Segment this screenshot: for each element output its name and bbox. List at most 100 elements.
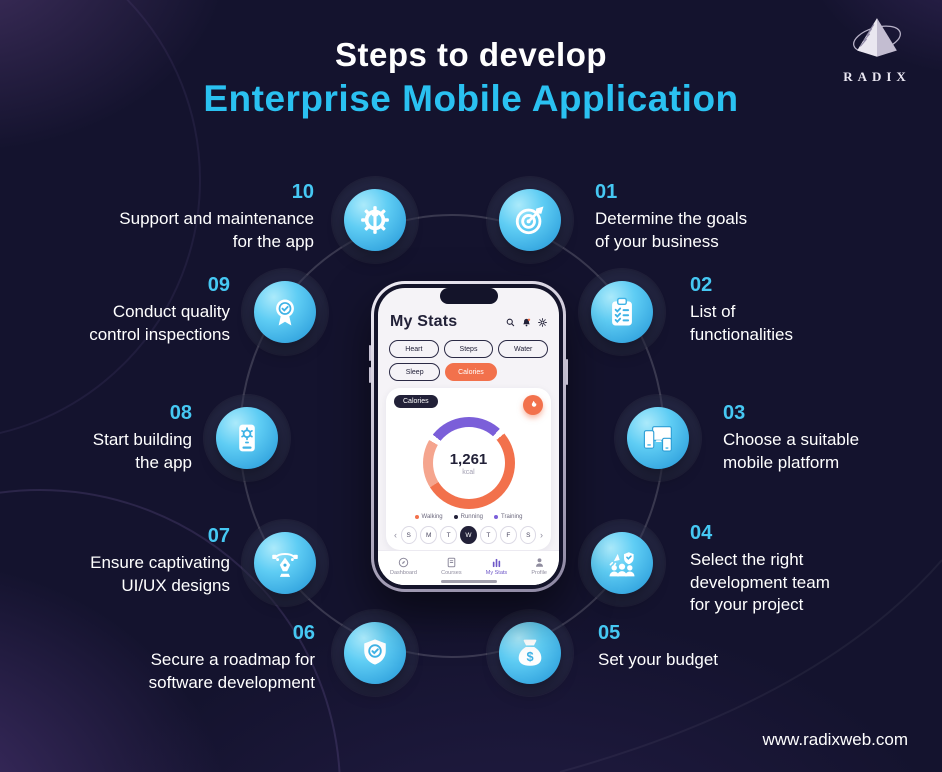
calories-card: Calories 1,261 kcal bbox=[386, 388, 551, 550]
step-01: 01 Determine the goals of your business bbox=[595, 179, 747, 253]
chip-water[interactable]: Water bbox=[498, 340, 549, 358]
step-04: 04 Select the right development team for… bbox=[690, 520, 830, 617]
nav-courses-label: Courses bbox=[441, 570, 462, 576]
step-10-text: Support and maintenance for the app bbox=[119, 209, 314, 251]
step-05: 05 Set your budget bbox=[598, 620, 718, 672]
step-04-text: Select the right development team for yo… bbox=[690, 550, 830, 615]
day-fri[interactable]: F bbox=[500, 526, 517, 544]
nav-profile-label: Profile bbox=[531, 570, 547, 576]
step-07: 07 Ensure captivating UI/UX designs bbox=[90, 523, 230, 597]
dashboard-icon bbox=[398, 557, 409, 568]
step-01-number: 01 bbox=[595, 181, 618, 203]
step-03: 03 Choose a suitable mobile platform bbox=[723, 400, 859, 474]
day-sat[interactable]: S bbox=[520, 526, 537, 544]
day-sun[interactable]: S bbox=[400, 526, 417, 544]
day-thu[interactable]: T bbox=[480, 526, 497, 544]
flame-icon bbox=[531, 400, 537, 407]
phone-screen: My Stats bbox=[378, 288, 559, 585]
step-02: 02 List of functionalities bbox=[690, 272, 793, 346]
app-title: My Stats bbox=[390, 313, 458, 330]
nav-courses[interactable]: Courses bbox=[441, 557, 462, 576]
profile-icon bbox=[535, 558, 543, 567]
week-next-arrow[interactable]: › bbox=[539, 529, 543, 540]
quality-badge-icon bbox=[276, 299, 294, 326]
calories-unit: kcal bbox=[462, 468, 475, 476]
step-09: 09 Conduct quality control inspections bbox=[89, 272, 230, 346]
step-06-number: 06 bbox=[292, 622, 315, 644]
step-04-medal bbox=[579, 520, 665, 606]
step-01-medal bbox=[487, 177, 573, 263]
search-icon[interactable] bbox=[506, 318, 515, 327]
calories-donut-chart: 1,261 kcal bbox=[422, 417, 515, 509]
legend-dot-walking bbox=[414, 515, 419, 519]
pen-tool-icon bbox=[272, 552, 298, 577]
calories-badge: Calories bbox=[394, 395, 438, 408]
chip-calories[interactable]: Calories bbox=[445, 363, 497, 381]
chip-heart[interactable]: Heart bbox=[389, 340, 439, 358]
legend-dot-running bbox=[453, 515, 458, 519]
donut-legend: Walking Running Training bbox=[394, 514, 543, 520]
power-button bbox=[566, 359, 568, 385]
courses-icon bbox=[447, 557, 456, 568]
step-04-number: 04 bbox=[690, 522, 713, 544]
step-07-medal bbox=[242, 520, 328, 606]
step-09-medal bbox=[242, 269, 328, 355]
shield-check-icon bbox=[364, 639, 386, 665]
target-icon bbox=[515, 206, 544, 235]
phone-notch bbox=[439, 288, 498, 304]
step-02-text: List of functionalities bbox=[690, 302, 794, 344]
step-09-number: 09 bbox=[207, 274, 230, 296]
step-05-medal: $ bbox=[487, 610, 573, 696]
legend-label-walking: Walking bbox=[421, 514, 443, 520]
metric-chips-row1: Heart Steps Water bbox=[389, 340, 549, 358]
legend-dot-training bbox=[494, 515, 498, 519]
devices-icon bbox=[643, 426, 672, 452]
week-prev-arrow[interactable]: ‹ bbox=[394, 529, 398, 540]
day-wed-active[interactable]: W bbox=[460, 526, 477, 544]
nav-profile[interactable]: Profile bbox=[531, 557, 547, 576]
flame-fab-button[interactable] bbox=[523, 395, 543, 415]
step-02-medal bbox=[579, 269, 665, 355]
phone-gear-icon bbox=[239, 424, 255, 452]
svg-text:$: $ bbox=[526, 649, 533, 664]
logo-wordmark: RADIX bbox=[843, 69, 911, 84]
step-06-medal bbox=[332, 610, 418, 696]
home-indicator bbox=[440, 580, 497, 583]
step-10-number: 10 bbox=[291, 181, 314, 203]
title-line2: Enterprise Mobile Application bbox=[203, 78, 739, 119]
step-05-number: 05 bbox=[598, 622, 621, 644]
step-05-text: Set your budget bbox=[598, 650, 719, 670]
title-line1: Steps to develop bbox=[334, 36, 608, 73]
nav-dashboard[interactable]: Dashboard bbox=[390, 557, 417, 576]
volume-up-button bbox=[369, 345, 371, 361]
step-03-text: Choose a suitable mobile platform bbox=[723, 430, 860, 472]
radix-logo: RADIX bbox=[840, 16, 914, 85]
gear-icon[interactable] bbox=[538, 317, 547, 327]
day-tue[interactable]: T bbox=[440, 526, 457, 544]
gear-wrench-icon bbox=[361, 206, 389, 234]
legend-label-running: Running bbox=[460, 514, 483, 520]
bell-icon[interactable] bbox=[522, 318, 531, 327]
nav-my-stats[interactable]: My Stats bbox=[486, 557, 507, 576]
pyramid-logo-icon bbox=[853, 18, 901, 57]
phone-bezel: My Stats bbox=[374, 284, 563, 589]
nav-dashboard-label: Dashboard bbox=[390, 570, 417, 576]
page-title: Steps to develop Enterprise Mobile Appli… bbox=[0, 36, 942, 120]
nav-my-stats-label: My Stats bbox=[485, 570, 508, 576]
step-03-number: 03 bbox=[723, 402, 746, 424]
metric-chips-row2: Sleep Calories bbox=[389, 363, 548, 381]
chip-sleep[interactable]: Sleep bbox=[389, 363, 441, 381]
step-03-medal bbox=[615, 395, 701, 481]
phone-mockup: My Stats bbox=[369, 281, 568, 592]
day-mon[interactable]: M bbox=[420, 526, 437, 544]
website-url: www.radixweb.com bbox=[762, 730, 909, 749]
step-10: 10 Support and maintenance for the app bbox=[119, 179, 314, 253]
step-08-text: Start building the app bbox=[92, 430, 192, 472]
step-08-number: 08 bbox=[169, 402, 192, 424]
week-day-selector: ‹ S M T W T F S › bbox=[394, 526, 543, 544]
step-06-text: Secure a roadmap for software developmen… bbox=[148, 650, 315, 692]
step-08: 08 Start building the app bbox=[93, 400, 192, 474]
step-06: 06 Secure a roadmap for software develop… bbox=[149, 620, 315, 694]
chip-steps[interactable]: Steps bbox=[443, 340, 494, 358]
